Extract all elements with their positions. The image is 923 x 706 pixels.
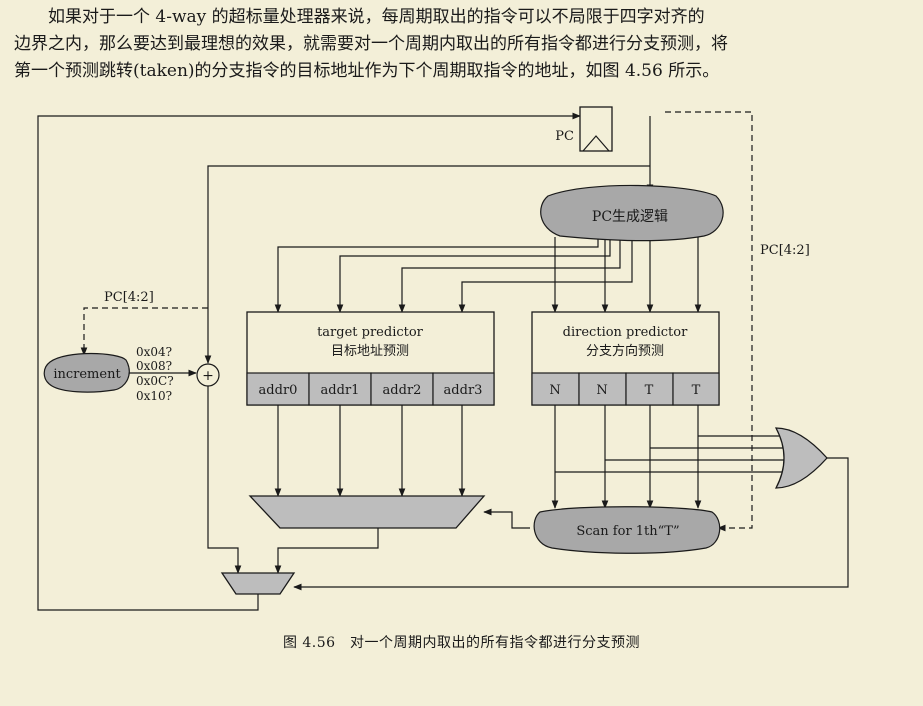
pc-label: PC xyxy=(555,129,574,144)
dashed-pc-bits-left xyxy=(80,307,208,356)
pc-bits-right-label: PC[4:2] xyxy=(760,243,810,258)
paragraph-line-1: 如果对于一个 4-way 的超标量处理器来说，每周期取出的指令可以不局限于四字对… xyxy=(48,7,705,27)
direction-cell: T xyxy=(692,383,701,398)
target-predictor: target predictor 目标地址预测 addr0 addr1 addr… xyxy=(246,311,495,406)
pc-to-adder-wire xyxy=(204,165,650,364)
direction-cell: N xyxy=(596,383,607,398)
paragraph-line-2: 边界之内，那么要达到最理想的效果，就需要对一个周期内取出的所有指令都进行分支预测… xyxy=(14,34,728,54)
pc-register: PC xyxy=(555,106,613,152)
increment-label: increment xyxy=(53,367,121,382)
offset-label: 0x08? xyxy=(136,359,172,373)
target-cell: addr3 xyxy=(444,383,483,398)
direction-predictor-title: direction predictor xyxy=(563,325,688,340)
paragraph-line-3: 第一个预测跳转(taken)的分支指令的目标地址作为下个周期取指令的地址，如图 … xyxy=(14,61,720,81)
adder: + xyxy=(196,363,220,387)
target-cell: addr2 xyxy=(383,383,422,398)
offset-label: 0x04? xyxy=(136,345,172,359)
branch-prediction-diagram: PC PC生成逻辑 PC[4:2] PC[4:2] increment + 0x… xyxy=(37,106,849,611)
target-cell: addr0 xyxy=(259,383,298,398)
or-gate xyxy=(774,427,828,489)
body-paragraph: 如果对于一个 4-way 的超标量处理器来说，每周期取出的指令可以不局限于四字对… xyxy=(14,4,909,85)
adder-symbol: + xyxy=(202,368,214,384)
offset-label: 0x0C? xyxy=(136,374,174,388)
direction-predictor-subtitle: 分支方向预测 xyxy=(586,343,664,359)
target-cell: addr1 xyxy=(321,383,360,398)
target-predictor-title: target predictor xyxy=(317,325,424,340)
pc-bits-left-label: PC[4:2] xyxy=(104,290,154,305)
direction-cell: T xyxy=(645,383,654,398)
scan-block: Scan for 1th“T” xyxy=(533,506,721,554)
dashed-pc-bits-right xyxy=(665,111,753,532)
scan-label: Scan for 1th“T” xyxy=(576,524,679,539)
direction-predictor: direction predictor 分支方向预测 N N T T xyxy=(531,311,720,406)
increment-block: increment xyxy=(43,352,130,393)
feedback-wire xyxy=(37,112,581,611)
offset-label: 0x10? xyxy=(136,389,172,403)
pc-gen-logic-block: PC生成逻辑 xyxy=(540,184,724,242)
figure-caption: 图 4.56 对一个周期内取出的所有指令都进行分支预测 xyxy=(282,635,641,651)
target-mux xyxy=(248,495,486,529)
pc-gen-logic-label: PC生成逻辑 xyxy=(592,209,668,225)
target-predictor-subtitle: 目标地址预测 xyxy=(331,344,409,359)
next-pc-mux xyxy=(220,572,296,595)
direction-cell: N xyxy=(549,383,560,398)
